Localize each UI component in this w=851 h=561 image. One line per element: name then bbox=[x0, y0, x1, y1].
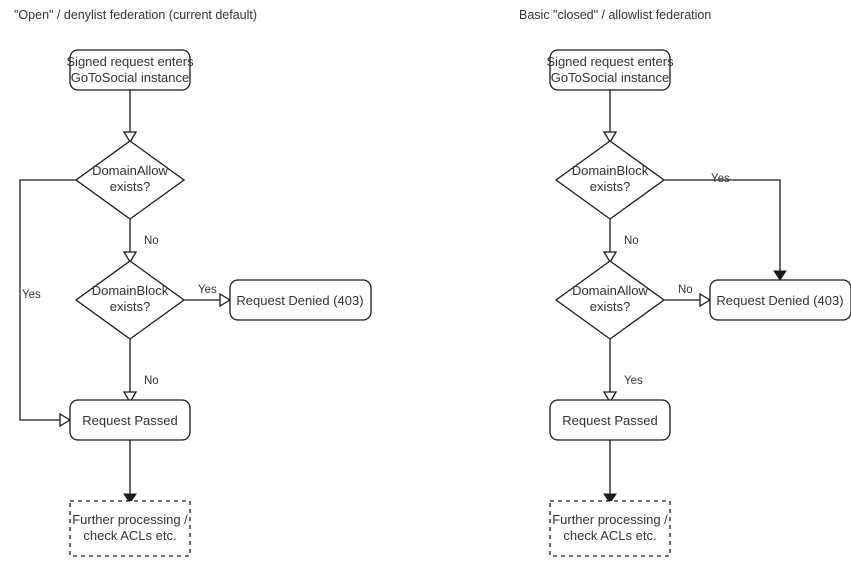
node-domainblock-right: DomainBlock exists? bbox=[554, 140, 666, 220]
edge-passed-to-further-right bbox=[603, 440, 617, 504]
node-further-processing-left: Further processing / check ACLs etc. bbox=[69, 500, 191, 557]
edge-domainblock-no-right: No bbox=[602, 219, 639, 264]
node-domainblock-left-line2: exists? bbox=[110, 299, 150, 314]
column-title-closed-allowlist: Basic "closed" / allowlist federation bbox=[519, 8, 711, 22]
edge-label-domainblock-yes-right: Yes bbox=[711, 173, 730, 185]
node-request-passed-right-label: Request Passed bbox=[562, 413, 657, 428]
edge-label-domainallow-yes-left: Yes bbox=[22, 289, 41, 301]
edge-label-domainblock-no-left: No bbox=[144, 375, 159, 387]
edge-domainallow-no-right: No bbox=[664, 284, 712, 308]
node-domainblock-right-line2: exists? bbox=[590, 179, 630, 194]
node-further-processing-left-line2: check ACLs etc. bbox=[83, 528, 176, 543]
node-request-passed-left: Request Passed bbox=[69, 399, 191, 441]
node-request-passed-right: Request Passed bbox=[549, 399, 671, 441]
arrowhead-open-icon bbox=[602, 391, 618, 404]
column-title-open-denylist: "Open" / denylist federation (current de… bbox=[14, 8, 257, 22]
node-entry-left-line1: Signed request enters bbox=[66, 54, 194, 69]
node-domainallow-right-line2: exists? bbox=[590, 299, 630, 314]
edge-label-domainallow-no-right: No bbox=[678, 284, 693, 296]
node-further-processing-left-shape bbox=[69, 500, 191, 557]
node-domainallow-left-line1: DomainAllow bbox=[92, 163, 168, 178]
edge-domainblock-yes-right: Yes bbox=[664, 173, 787, 281]
node-entry-right: Signed request enters GoToSocial instanc… bbox=[546, 49, 674, 91]
node-request-denied-right-shape bbox=[709, 279, 851, 321]
arrowhead-open-icon bbox=[122, 251, 138, 264]
edge-domainblock-no-left: No bbox=[122, 339, 159, 404]
node-domainblock-left-line1: DomainBlock bbox=[92, 283, 169, 298]
arrowhead-filled-icon bbox=[603, 493, 617, 504]
node-entry-right-line2: GoToSocial instance bbox=[551, 70, 670, 85]
edge-entry-to-domainblock-right bbox=[602, 90, 618, 144]
node-further-processing-right: Further processing / check ACLs etc. bbox=[549, 500, 671, 557]
node-domainallow-right: DomainAllow exists? bbox=[554, 260, 666, 340]
node-entry-left-line2: GoToSocial instance bbox=[71, 70, 190, 85]
node-request-denied-left: Request Denied (403) bbox=[229, 279, 372, 321]
arrowhead-open-icon bbox=[122, 131, 138, 144]
node-entry-left: Signed request enters GoToSocial instanc… bbox=[66, 49, 194, 91]
node-domainblock-left: DomainBlock exists? bbox=[74, 260, 186, 340]
edge-domainblock-yes-left: Yes bbox=[184, 284, 232, 308]
edge-domainallow-no-left: No bbox=[122, 219, 159, 264]
edge-domainallow-yes-right: Yes bbox=[602, 339, 643, 404]
node-request-passed-left-label: Request Passed bbox=[82, 413, 177, 428]
edge-entry-to-domainallow-left bbox=[122, 90, 138, 144]
node-further-processing-right-line2: check ACLs etc. bbox=[563, 528, 656, 543]
arrowhead-open-icon bbox=[602, 251, 618, 264]
edge-domainallow-yes-left: Yes bbox=[19, 179, 76, 428]
node-domainallow-left-line2: exists? bbox=[110, 179, 150, 194]
node-further-processing-left-line1: Further processing / bbox=[72, 512, 188, 527]
column-open-denylist: "Open" / denylist federation (current de… bbox=[14, 8, 372, 557]
arrowhead-open-icon bbox=[59, 412, 72, 428]
node-domainblock-right-line1: DomainBlock bbox=[572, 163, 649, 178]
arrowhead-filled-icon bbox=[123, 493, 137, 504]
edge-passed-to-further-left bbox=[123, 440, 137, 504]
node-request-denied-left-shape bbox=[229, 279, 372, 321]
edge-label-domainallow-yes-right: Yes bbox=[624, 375, 643, 387]
arrowhead-filled-icon bbox=[773, 270, 787, 281]
edge-label-domainallow-no-left: No bbox=[144, 235, 159, 247]
node-domainallow-left: DomainAllow exists? bbox=[74, 140, 186, 220]
arrowhead-open-icon bbox=[219, 292, 232, 308]
node-request-denied-left-label: Request Denied (403) bbox=[236, 293, 363, 308]
column-closed-allowlist: Basic "closed" / allowlist federation Si… bbox=[519, 8, 851, 557]
node-further-processing-right-line1: Further processing / bbox=[552, 512, 668, 527]
node-entry-right-line1: Signed request enters bbox=[546, 54, 674, 69]
arrowhead-open-icon bbox=[699, 292, 712, 308]
edge-label-domainblock-no-right: No bbox=[624, 235, 639, 247]
arrowhead-open-icon bbox=[122, 391, 138, 404]
edge-label-domainblock-yes-left: Yes bbox=[198, 284, 217, 296]
node-request-denied-right-label: Request Denied (403) bbox=[716, 293, 843, 308]
node-domainallow-right-line1: DomainAllow bbox=[572, 283, 648, 298]
node-further-processing-right-shape bbox=[549, 500, 671, 557]
node-request-denied-right: Request Denied (403) bbox=[709, 279, 851, 321]
arrowhead-open-icon bbox=[602, 131, 618, 144]
